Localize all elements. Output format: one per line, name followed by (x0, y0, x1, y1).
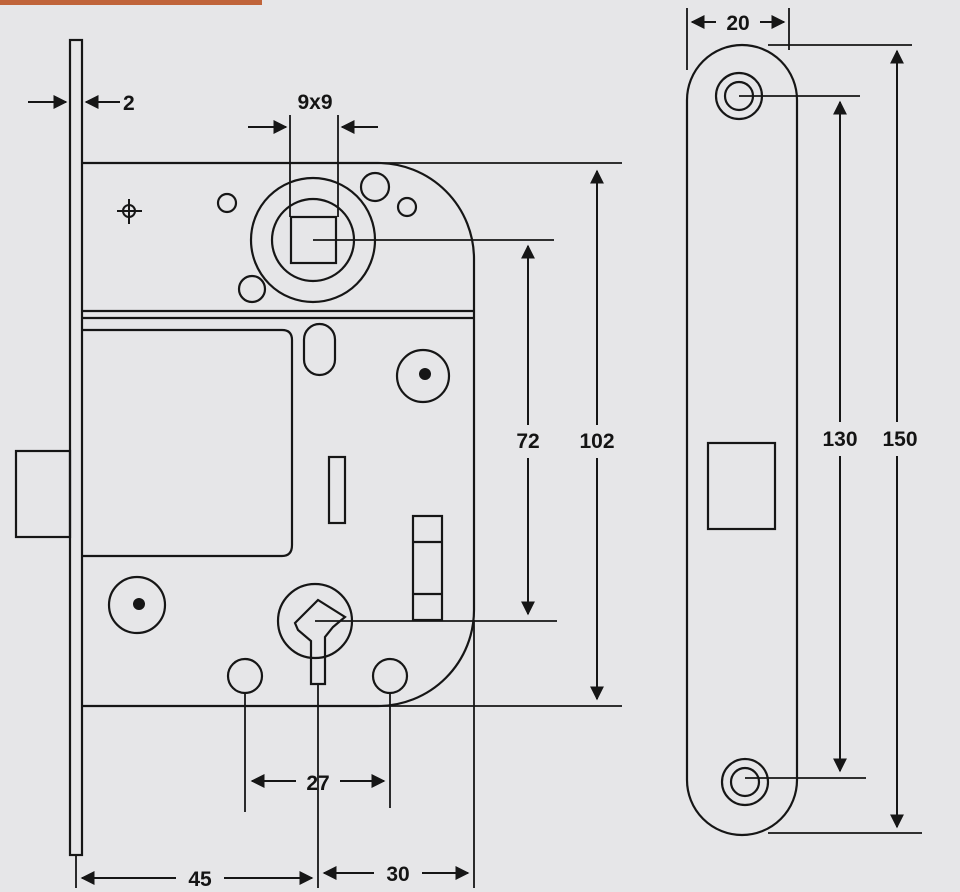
strike-opening (706, 441, 777, 531)
strike-plate (685, 43, 799, 837)
dim-strike-width: 20 (726, 12, 749, 35)
dim-spindle-square: 9x9 (297, 91, 332, 114)
hole-small (396, 196, 418, 218)
dim-backset: 45 (188, 868, 212, 891)
cam-lever (293, 598, 347, 686)
dim-strike-screw-spacing: 130 (822, 428, 857, 451)
dim-cylinder-to-edge: 30 (386, 863, 409, 886)
dim-body-height: 102 (579, 430, 614, 453)
faceplate (68, 38, 84, 857)
dim-strike-height: 150 (882, 428, 917, 451)
hole-bottom-right (371, 657, 409, 695)
hole-small (359, 171, 391, 203)
lock-body (82, 161, 476, 708)
screw-hole-left (107, 575, 167, 635)
hole-small (216, 192, 238, 214)
strike-screw-bottom-outer (720, 757, 770, 807)
accent-strip (0, 0, 262, 5)
hole-bottom-left (226, 657, 264, 695)
strike-screw-bottom-inner (729, 766, 761, 798)
latch-bolt (14, 449, 72, 539)
oval-slot (302, 322, 337, 377)
body-cutout (82, 328, 294, 558)
screw-hole-right (395, 348, 451, 404)
dim-faceplate-thickness: 2 (123, 92, 135, 115)
dim-cylinder-hole-spacing: 27 (306, 772, 329, 795)
key-slot (327, 455, 347, 525)
deadbolt-block (411, 514, 444, 622)
crosshair-icon (117, 199, 142, 224)
hole-small (237, 274, 267, 304)
dim-spindle-to-cylinder: 72 (516, 430, 539, 453)
